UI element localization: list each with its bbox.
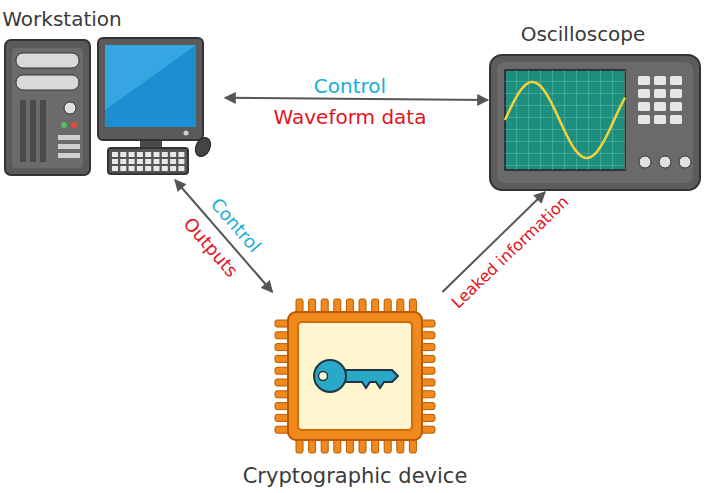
computer-tower — [5, 40, 90, 175]
node-heading: Oscilloscope — [521, 22, 646, 46]
connector-arrow — [225, 98, 488, 100]
node-heading: Workstation — [2, 7, 121, 31]
chip — [275, 299, 435, 453]
device-node: Cryptographic device — [240, 292, 473, 492]
workstation-node: Workstation — [0, 0, 225, 180]
oscilloscope-node: Oscilloscope — [488, 8, 704, 192]
connector-arrow — [175, 180, 272, 292]
oscilloscope-body — [490, 55, 700, 190]
edge-label: Control — [314, 74, 386, 98]
keyboard — [108, 148, 188, 174]
node-heading: Cryptographic device — [243, 464, 468, 488]
flow-label: Waveform data — [274, 105, 427, 129]
edge-label: Leaked information — [448, 192, 573, 312]
monitor — [98, 38, 203, 148]
key-icon — [314, 360, 398, 392]
mouse — [192, 135, 213, 159]
